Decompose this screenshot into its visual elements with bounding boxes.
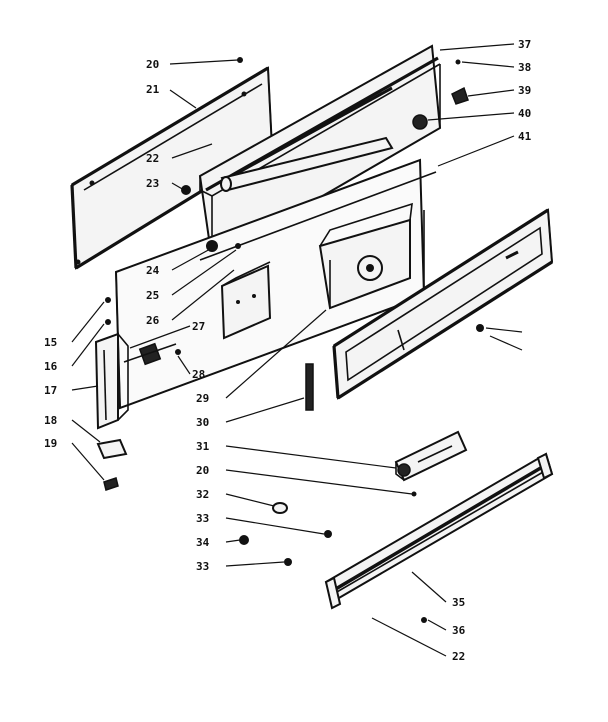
callout-26: 26	[146, 314, 160, 327]
callout-25: 25	[146, 289, 159, 302]
callout-38: 38	[518, 61, 531, 74]
handle-piece	[394, 430, 468, 482]
callout-24: 24	[146, 264, 160, 277]
callout-19: 19	[44, 437, 57, 450]
callout-28: 28	[192, 368, 205, 381]
callout-15: 15	[44, 336, 57, 349]
callout-23: 23	[146, 177, 159, 190]
callout-17: 17	[44, 384, 57, 397]
callout-29: 29	[196, 392, 209, 405]
callout-18: 18	[44, 414, 57, 427]
callout-21: 21	[146, 83, 160, 96]
tube	[220, 136, 394, 192]
callout-31: 31	[196, 440, 210, 453]
bar	[305, 363, 314, 411]
fasteners	[105, 57, 484, 623]
callout-33-upper: 33	[196, 512, 209, 525]
callout-20-top: 20	[146, 58, 159, 71]
callout-27: 27	[192, 320, 205, 333]
trim-strip	[324, 452, 554, 610]
callout-16: 16	[44, 360, 58, 373]
callout-41: 41	[518, 130, 532, 143]
callout-39: 39	[518, 84, 531, 97]
leader-lines	[71, 43, 523, 657]
foot	[103, 477, 119, 491]
callout-30: 30	[196, 416, 209, 429]
rear-panel	[70, 66, 274, 270]
callout-33-lower: 33	[196, 560, 209, 573]
callout-labels: 20 21 22 23 24 25 26 15 16 27 17 28 18 1…	[44, 38, 532, 663]
side-bracket	[94, 332, 177, 430]
control-panel-rail	[198, 44, 442, 262]
end-cap	[220, 261, 272, 340]
callout-32: 32	[196, 488, 209, 501]
callout-22-top: 22	[146, 152, 159, 165]
callout-36: 36	[452, 624, 466, 637]
plate	[96, 438, 128, 460]
callout-34: 34	[196, 536, 210, 549]
callout-20-bottom: 20	[196, 464, 209, 477]
switch-bracket	[318, 202, 413, 310]
callout-22-bottom: 22	[452, 650, 465, 663]
callout-37: 37	[518, 38, 531, 51]
callout-35: 35	[452, 596, 465, 609]
front-control-panel	[332, 208, 554, 400]
callout-40: 40	[518, 107, 531, 120]
